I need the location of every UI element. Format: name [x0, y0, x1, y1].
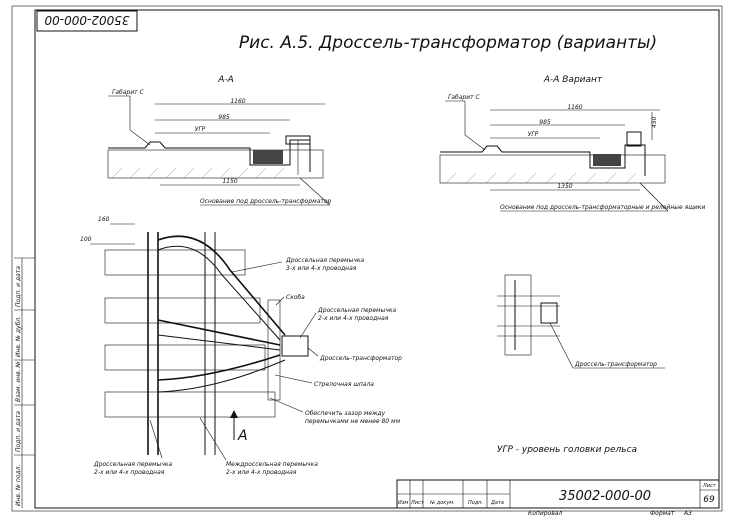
dim-1350-right: 1350: [557, 183, 572, 190]
tb-col-doc: № докум.: [429, 500, 455, 506]
side-col-3: Взам. инв. №: [15, 361, 22, 402]
title-block: Изм Лист № докум. Подп. Дата 35002-000-0…: [396, 479, 720, 517]
tb-doc-number: 35002-000-00: [559, 489, 651, 504]
ugr-left: УГР: [195, 126, 206, 133]
drawing-number-stamp: 35002-000-00: [44, 13, 129, 27]
tb-copied: Копировал: [528, 510, 562, 517]
inner-frame: [34, 9, 720, 509]
callout-2-line1: Скоба: [286, 294, 305, 301]
bottom-left-line2: 2-х или 4-х проводная: [94, 469, 165, 476]
legend-ugr: УГР - уровень головки рельса: [497, 445, 637, 455]
dim-100: 100: [80, 236, 92, 243]
side-col-4: Инв. № дубл.: [15, 316, 22, 357]
outer-frame: [11, 5, 723, 512]
callout-6-line1: Обеспечить зазор между: [305, 410, 386, 417]
tb-sheet-number: 69: [703, 495, 715, 505]
tb-sheet-label: Лист: [702, 483, 717, 489]
callout-3-line2: 2-х или 4-х проводная: [318, 315, 389, 322]
side-columns: Инв. № подл. Подп. и дата Взам. инв. № И…: [14, 257, 35, 508]
tb-col-list: Лист: [410, 500, 425, 506]
gabarit-right: Габарит С: [448, 94, 481, 101]
note-right: Основание под дроссель-трансформаторные …: [500, 204, 705, 211]
callout-1-line1: Дроссельная перемычка: [285, 257, 364, 264]
dim-985-left: 985: [218, 114, 230, 121]
tb-format-value: А3: [683, 510, 692, 517]
dim-1160-left: 1160: [230, 98, 245, 105]
bottom-mid-line1: Междроссельная перемычка: [226, 461, 318, 468]
stamp-box: [36, 10, 138, 32]
gabarit-left: Габарит С: [112, 89, 145, 96]
sheet-title: Рис. А.5. Дроссель-трансформатор (вариан…: [239, 33, 657, 53]
side-col-1: Инв. № подл.: [15, 465, 22, 506]
tb-col-date: Дата: [490, 500, 504, 506]
dim-1160-right: 1160: [567, 104, 582, 111]
ugr-right: УГР: [528, 131, 539, 138]
dim-1150-left: 1150: [222, 178, 237, 185]
tb-format-label: Формат: [650, 510, 675, 517]
section-left-title: А-А: [217, 75, 234, 85]
callout-3-line1: Дроссельная перемычка: [317, 307, 396, 314]
callout-4-line1: Дроссель-трансформатор: [319, 355, 402, 362]
plan-view: 160 100 А Дроссельная перемычка 3-х или …: [80, 216, 402, 476]
tb-col-sign: Подп.: [468, 500, 483, 506]
side-col-5: Подп. и дата: [15, 266, 22, 307]
section-right-title: А-А Вариант: [543, 75, 603, 85]
section-right: А-А Вариант Габарит С 1160 985 УГР 450 1…: [439, 75, 705, 212]
dim-985-right: 985: [539, 119, 551, 126]
note-left: Основание под дроссель-трансформатор: [200, 198, 332, 205]
callout-6-line2: перемычками не менее 80 мм: [305, 418, 401, 425]
tb-col-izm: Изм: [398, 500, 408, 506]
section-left: А-А Габарит С 1160 985 УГР 1150 Основани…: [107, 75, 332, 206]
small-detail: Дроссель-трансформатор: [497, 274, 665, 369]
dim-vert-right: 450: [651, 116, 658, 128]
callout-5-line1: Стрелочная шпала: [314, 381, 374, 388]
dim-160: 160: [98, 216, 110, 223]
bottom-left-line1: Дроссельная перемычка: [93, 461, 172, 468]
section-mark: А: [237, 428, 248, 444]
side-col-2: Подп. и дата: [15, 411, 22, 452]
small-detail-label: Дроссель-трансформатор: [574, 361, 657, 368]
callout-1-line2: 3-х или 4-х проводная: [286, 265, 357, 272]
bottom-mid-line2: 2-х или 4-х проводная: [226, 469, 297, 476]
